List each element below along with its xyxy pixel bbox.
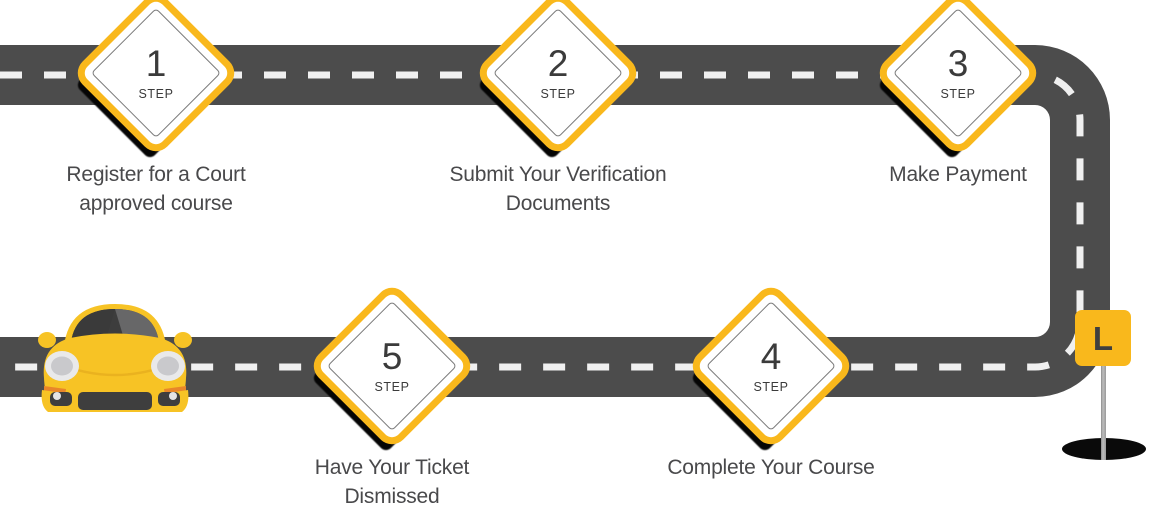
step-4-diamond — [696, 291, 846, 441]
step-marker-4[interactable]: 4 STEP — [690, 291, 846, 453]
sign-letter: L — [1092, 319, 1114, 357]
sign-pole — [1101, 352, 1106, 460]
step-3-diamond — [883, 0, 1033, 148]
step-2-caption: Submit Your Verification Documents — [449, 163, 667, 215]
learner-sign: L — [1062, 310, 1159, 462]
step-5-caption: Have Your Ticket Dismissed — [314, 456, 470, 508]
step-marker-1[interactable]: 1 STEP — [75, 0, 231, 160]
yellow-car — [30, 292, 200, 422]
step-5-diamond — [317, 291, 467, 441]
step-marker-3[interactable]: 3 STEP — [877, 0, 1033, 160]
sign-plate: L — [1075, 310, 1131, 366]
step-marker-5[interactable]: 5 STEP — [311, 291, 467, 453]
step-1-diamond — [81, 0, 231, 148]
step-3-caption: Make Payment — [889, 163, 1027, 186]
step-2-diamond — [483, 0, 633, 148]
step-1-caption: Register for a Court approved course — [66, 163, 246, 215]
step-4-caption: Complete Your Course — [667, 456, 875, 479]
step-marker-2[interactable]: 2 STEP — [477, 0, 633, 160]
road-centre-dashes — [0, 71, 1084, 371]
